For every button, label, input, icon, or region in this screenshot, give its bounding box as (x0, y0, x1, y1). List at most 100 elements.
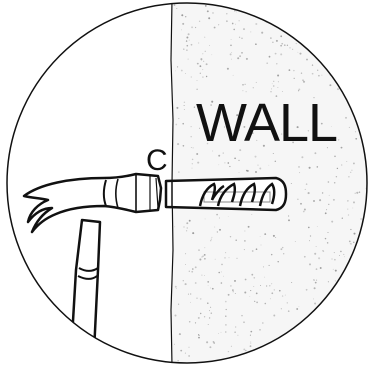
wall-speckle (189, 271, 190, 272)
wall-speckle (343, 254, 344, 255)
wall-speckle (232, 23, 234, 25)
wall-speckle (342, 34, 343, 35)
wall-speckle (370, 238, 372, 240)
wall-speckle (311, 348, 313, 350)
wall-speckle (372, 310, 374, 312)
wall-speckle (291, 183, 292, 184)
wall-speckle (340, 251, 342, 253)
wall-speckle (359, 191, 360, 192)
wall-speckle (197, 162, 199, 164)
wall-speckle (306, 59, 308, 61)
wall-speckle (186, 37, 188, 39)
wall-speckle (200, 298, 202, 300)
wall-speckle (196, 298, 197, 299)
wall-speckle (174, 226, 175, 227)
wall-speckle (348, 214, 349, 215)
wall-speckle (209, 310, 210, 311)
wall-speckle (241, 37, 243, 39)
wall-speckle (367, 225, 368, 226)
wall-speckle (237, 335, 238, 336)
wall-speckle (186, 222, 188, 224)
wall-speckle (272, 83, 273, 84)
wall-speckle (281, 19, 282, 20)
wall-speckle (309, 167, 311, 169)
wall-speckle (183, 145, 185, 147)
wall-speckle (272, 42, 273, 43)
wall-speckle (251, 274, 253, 276)
wall-speckle (211, 54, 212, 55)
wall-speckle (324, 360, 325, 361)
wall-speckle (340, 308, 341, 309)
wall-speckle (367, 156, 369, 158)
wall-speckle (193, 147, 194, 148)
wall-speckle (274, 289, 275, 290)
wall-speckle (205, 5, 207, 7)
wall-speckle (184, 105, 185, 106)
wall-speckle (223, 276, 224, 277)
wall-speckle (204, 37, 205, 38)
wall-speckle (191, 126, 192, 127)
wall-speckle (196, 89, 197, 90)
wall-speckle (198, 334, 199, 335)
wall-speckle (186, 40, 187, 41)
wall-speckle (334, 259, 336, 261)
wall-speckle (256, 248, 258, 250)
wall-speckle (296, 26, 298, 28)
wall-speckle (271, 292, 273, 294)
wall-speckle (195, 27, 196, 28)
wall-speckle (336, 176, 337, 177)
wall-speckle (340, 16, 342, 18)
wall-speckle (246, 58, 248, 60)
wall-speckle (270, 37, 271, 38)
wall-speckle (177, 143, 179, 145)
wall-speckle (300, 53, 302, 55)
wall-speckle (345, 117, 347, 119)
wall-speckle (370, 57, 372, 59)
wall-speckle (273, 81, 274, 82)
wall-speckle (175, 124, 177, 126)
wall-speckle (185, 264, 186, 265)
wall-speckle (200, 313, 201, 314)
wall-speckle (315, 282, 317, 284)
wall-speckle (239, 172, 240, 173)
wall-speckle (333, 269, 334, 270)
wall-speckle (192, 0, 193, 1)
wall-speckle (190, 136, 192, 138)
wall-speckle (182, 123, 184, 125)
wall-speckle (198, 43, 199, 44)
wall-speckle (271, 348, 273, 350)
wall-speckle (354, 233, 356, 235)
wall-speckle (269, 56, 271, 58)
wall-speckle (266, 285, 267, 286)
wall-speckle (245, 279, 247, 281)
wall-speckle (177, 66, 178, 67)
wall-speckle (278, 81, 279, 82)
wall-speckle (318, 257, 320, 259)
wall-speckle (216, 214, 218, 216)
wall-speckle (221, 264, 223, 266)
wall-speckle (198, 249, 200, 251)
wall-speckle (188, 347, 189, 348)
wall-speckle (261, 32, 263, 34)
wall-speckle (241, 315, 243, 317)
wall-speckle (231, 59, 232, 60)
wall-speckle (329, 84, 331, 86)
wall-speckle (243, 348, 245, 350)
wall-speckle (303, 211, 305, 213)
wall-speckle (233, 291, 234, 292)
wall-speckle (215, 259, 216, 260)
wall-speckle (332, 5, 334, 7)
wall-speckle (369, 134, 371, 136)
wall-speckle (366, 188, 367, 189)
wall-speckle (278, 345, 280, 347)
wall-speckle (175, 71, 176, 72)
wall-speckle (281, 308, 282, 309)
wall-speckle (280, 35, 282, 37)
wall-speckle (199, 21, 200, 22)
wall-speckle (260, 236, 261, 237)
wall-speckle (250, 31, 251, 32)
wall-speckle (331, 314, 333, 316)
wall-speckle (239, 37, 240, 38)
wall-speckle (186, 230, 187, 231)
wall-speckle (362, 352, 363, 353)
